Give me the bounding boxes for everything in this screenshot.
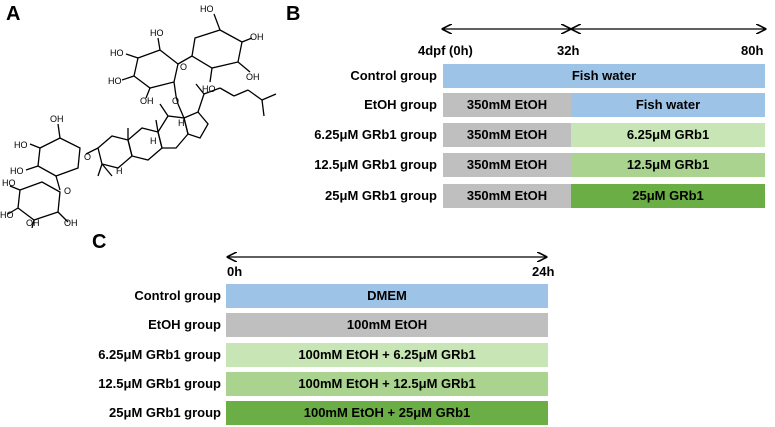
- svg-text:HO: HO: [202, 84, 216, 94]
- panel-c-row-label: 12.5μM GRb1 group: [98, 376, 221, 391]
- panel-c-bar-grb1-high: 100mM EtOH + 25μM GRb1: [226, 401, 548, 425]
- panel-a-label: A: [6, 3, 21, 25]
- panel-b-row-label: 6.25μM GRb1 group: [314, 127, 437, 142]
- svg-text:OH: OH: [50, 114, 64, 124]
- panel-b-bar-fish-water: Fish water: [571, 93, 765, 117]
- svg-text:HO: HO: [14, 140, 28, 150]
- svg-text:HO: HO: [0, 210, 14, 220]
- panel-b-bar-etoh: 350mM EtOH: [443, 184, 571, 208]
- panel-b-bar-control: Fish water: [443, 64, 765, 88]
- panel-b-tick-start: 4dpf (0h): [418, 43, 473, 58]
- panel-b-bar-grb1-low: 6.25μM GRb1: [571, 123, 765, 147]
- panel-c-row-label: 6.25μM GRb1 group: [98, 347, 221, 362]
- svg-text:HO: HO: [2, 178, 16, 188]
- panel-b-row-label: Control group: [350, 68, 437, 83]
- ginsenoside-rb1-structure: HO OH OH HO HO HO HO O O OH O OH HO HO H…: [0, 4, 277, 229]
- panel-b-row-label: EtOH group: [364, 97, 437, 112]
- panel-c-tick-end: 24h: [532, 264, 555, 279]
- panel-b-row-label: 12.5μM GRb1 group: [314, 157, 437, 172]
- panel-c-row-label: EtOH group: [148, 317, 221, 332]
- panel-c-bar-dmem: DMEM: [226, 284, 548, 308]
- panel-b-label: B: [286, 3, 301, 25]
- svg-text:H: H: [178, 118, 185, 128]
- panel-c-tick-start: 0h: [227, 264, 243, 279]
- svg-text:H: H: [150, 136, 157, 146]
- panel-b-bar-etoh: 350mM EtOH: [443, 123, 571, 147]
- panel-b-bar-etoh: 350mM EtOH: [443, 153, 571, 177]
- panel-c-row-label: 25μM GRb1 group: [109, 405, 221, 420]
- svg-text:O: O: [64, 186, 71, 196]
- panel-c-bar-grb1-low: 100mM EtOH + 6.25μM GRb1: [226, 343, 548, 367]
- svg-text:HO: HO: [10, 166, 24, 176]
- panel-c-label: C: [92, 231, 107, 253]
- svg-text:OH: OH: [250, 32, 264, 42]
- svg-text:O: O: [180, 62, 187, 72]
- svg-text:HO: HO: [110, 48, 124, 58]
- panel-b-tick-end: 80h: [741, 43, 764, 58]
- panel-c-bar-etoh: 100mM EtOH: [226, 313, 548, 337]
- panel-b-bar-etoh: 350mM EtOH: [443, 93, 571, 117]
- svg-text:H: H: [116, 166, 123, 176]
- svg-text:OH: OH: [26, 218, 40, 228]
- panel-b-bar-grb1-mid: 12.5μM GRb1: [571, 153, 765, 177]
- svg-text:OH: OH: [64, 218, 78, 228]
- svg-text:OH: OH: [246, 72, 260, 82]
- svg-text:OH: OH: [140, 96, 154, 106]
- panel-c-bar-grb1-mid: 100mM EtOH + 12.5μM GRb1: [226, 372, 548, 396]
- svg-text:HO: HO: [200, 4, 214, 14]
- svg-text:O: O: [84, 152, 91, 162]
- panel-b-row-label: 25μM GRb1 group: [325, 188, 437, 203]
- panel-b-bar-grb1-high: 25μM GRb1: [571, 184, 765, 208]
- svg-text:O: O: [172, 96, 179, 106]
- svg-text:HO: HO: [108, 76, 122, 86]
- panel-c-row-label: Control group: [134, 288, 221, 303]
- panel-b-tick-mid: 32h: [557, 43, 580, 58]
- svg-text:HO: HO: [150, 28, 164, 38]
